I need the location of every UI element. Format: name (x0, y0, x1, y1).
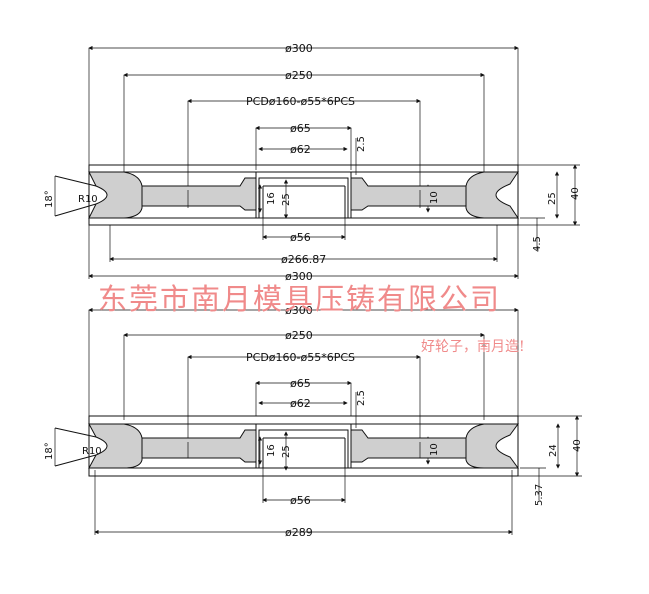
bottom-dim-10-label: 10 (429, 443, 440, 456)
top-dim-16-label: 16 (266, 192, 277, 205)
company-watermark: 东莞市南月模具压铸有限公司 (98, 282, 502, 316)
top-wheel-section (88, 164, 519, 226)
bottom-radius-label: R10 (82, 446, 102, 457)
bottom-dim-5-37-label: 5.37 (534, 484, 545, 506)
top-dia-300-bottom-label: ø300 (285, 270, 313, 283)
bottom-angle-mark (54, 427, 97, 467)
top-angle-mark (54, 175, 97, 217)
top-dim-10-label: 10 (429, 191, 440, 204)
top-dim-25-inner-label: 25 (281, 193, 292, 206)
bottom-dim-16-label: 16 (266, 444, 277, 457)
top-dim-4-5-label: 4.5 (532, 236, 543, 252)
top-dim-25-right-label: 25 (547, 192, 558, 205)
bottom-pcd-label: PCDø160-ø55*6PCS (246, 351, 355, 364)
top-dia-266-label: ø266.87 (281, 253, 326, 266)
top-dia-65-label: ø65 (290, 122, 311, 135)
bottom-dia-289-label: ø289 (285, 526, 313, 539)
bottom-dia-62-label: ø62 (290, 397, 311, 410)
top-dim-40-label: 40 (570, 187, 581, 200)
bottom-section-view: ø300 ø250 PCDø160-ø55*6PCS ø65 ø62 2.5 ø… (44, 304, 583, 539)
bottom-wheel-section (88, 415, 519, 477)
top-radius-label: R10 (78, 194, 98, 205)
top-dimension-lines (88, 45, 580, 279)
bottom-dia-65-label: ø65 (290, 377, 311, 390)
top-dia-250-label: ø250 (285, 69, 313, 82)
top-pcd-label: PCDø160-ø55*6PCS (246, 95, 355, 108)
top-dim-2-5-label: 2.5 (356, 136, 367, 152)
bottom-dimension-lines (88, 307, 582, 535)
top-dia-outer-label: ø300 (285, 42, 313, 55)
top-dia-56-label: ø56 (290, 231, 311, 244)
bottom-dim-2-5-label: 2.5 (356, 390, 367, 406)
bottom-dim-24-label: 24 (548, 444, 559, 457)
top-dia-62-label: ø62 (290, 143, 311, 156)
bottom-dim-25-inner-label: 25 (281, 445, 292, 458)
bottom-dia-250-label: ø250 (285, 329, 313, 342)
top-section-view: ø300 ø250 PCDø160-ø55*6PCS ø65 ø62 2.5 ø… (44, 42, 581, 283)
bottom-angle-label: 18° (44, 442, 55, 460)
bottom-dia-56-label: ø56 (290, 494, 311, 507)
top-angle-label: 18° (44, 190, 55, 208)
slogan-watermark: 好轮子，南月造! (421, 339, 525, 355)
bottom-dim-40-label: 40 (572, 439, 583, 452)
bottom-dia-outer-label: ø300 (285, 304, 313, 317)
